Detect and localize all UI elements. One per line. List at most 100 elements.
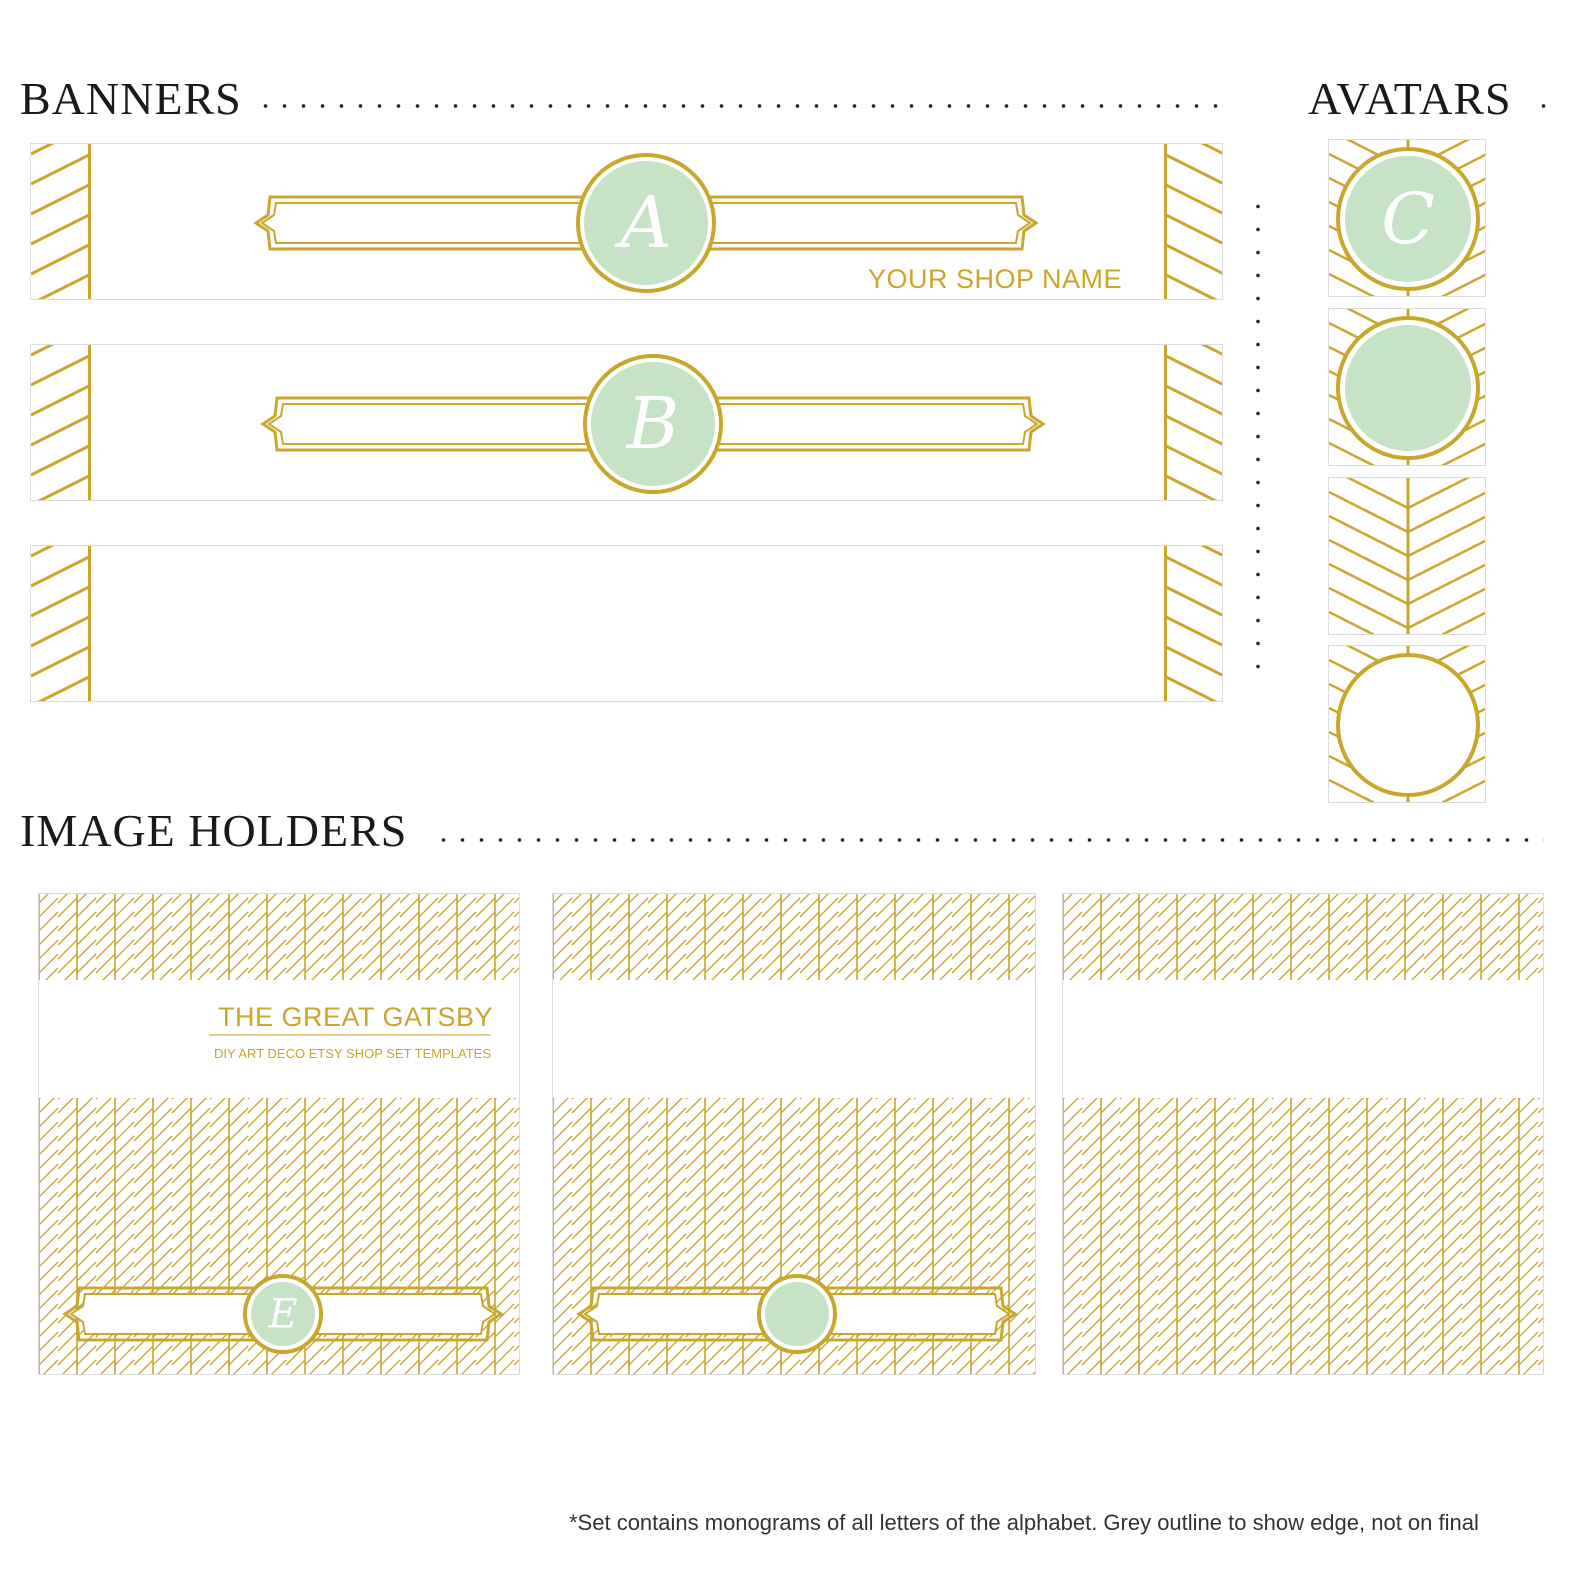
herringbone-stroke <box>1138 1121 1159 1142</box>
herringbone-stroke <box>494 1107 515 1128</box>
avatar-chevron-line <box>1440 779 1485 802</box>
herringbone-stroke <box>171 1135 192 1156</box>
herringbone-stroke <box>437 1135 458 1156</box>
herringbone-stroke <box>553 1191 573 1212</box>
herringbone-stroke <box>1271 1303 1292 1324</box>
herringbone-stroke <box>228 953 249 974</box>
herringbone-stroke <box>913 1149 934 1170</box>
herringbone-stroke <box>1081 1163 1102 1184</box>
herringbone-stroke <box>761 1107 782 1128</box>
avatar-chevron-line <box>1440 611 1485 634</box>
avatar-chevron-line <box>1345 478 1409 510</box>
herringbone-stroke <box>1214 1317 1235 1338</box>
herringbone-stroke <box>951 911 972 932</box>
stripe-line <box>1164 353 1222 386</box>
herringbone-stroke <box>571 1233 592 1254</box>
herringbone-stroke <box>1404 1135 1425 1156</box>
herringbone-stroke <box>133 1135 154 1156</box>
herringbone-stroke <box>171 911 192 932</box>
herringbone-stroke <box>647 1275 668 1296</box>
herringbone-stroke <box>799 1135 820 1156</box>
herringbone-stroke <box>209 1121 230 1142</box>
herringbone-stroke <box>1138 1107 1159 1128</box>
herringbone-stroke <box>39 1219 59 1240</box>
herringbone-stroke <box>1027 1189 1035 1198</box>
herringbone-stroke <box>1063 894 1073 904</box>
herringbone-stroke <box>685 1149 706 1170</box>
herringbone-stroke <box>647 1191 668 1212</box>
herringbone-stroke <box>1461 1177 1482 1198</box>
herringbone-stroke <box>1119 1149 1140 1170</box>
herringbone-stroke <box>494 1233 515 1254</box>
herringbone-stroke <box>323 1163 344 1184</box>
stripe-line <box>31 644 91 678</box>
herringbone-stroke <box>1252 1149 1273 1170</box>
herringbone-stroke <box>685 1191 706 1212</box>
herringbone-stroke <box>1404 1373 1405 1374</box>
herringbone-stroke <box>380 1191 401 1212</box>
herringbone-stroke <box>1181 1359 1197 1374</box>
herringbone-stroke <box>475 1233 496 1254</box>
herringbone-stroke <box>95 1247 116 1268</box>
herringbone-stroke <box>1290 1247 1311 1268</box>
herringbone-stroke <box>951 1121 972 1142</box>
herringbone-stroke <box>1466 1359 1482 1374</box>
herringbone-stroke <box>590 1177 611 1198</box>
avatar-chevron-line <box>1407 563 1485 606</box>
herringbone-stroke <box>1027 1315 1035 1324</box>
herringbone-stroke <box>723 911 744 932</box>
herringbone-stroke <box>1537 1177 1543 1184</box>
herringbone-stroke <box>628 1233 649 1254</box>
herringbone-stroke <box>114 897 135 918</box>
herringbone-stroke <box>1290 1191 1311 1212</box>
herringbone-stroke <box>418 897 439 918</box>
herringbone-stroke <box>1328 1205 1349 1226</box>
herringbone-stroke <box>285 1191 306 1212</box>
herringbone-stroke <box>1309 1205 1330 1226</box>
herringbone-stroke <box>304 925 325 946</box>
herringbone-stroke <box>666 1163 687 1184</box>
herringbone-stroke <box>1537 1191 1543 1198</box>
herringbone-stroke <box>152 1149 173 1170</box>
herringbone-stroke <box>190 911 211 932</box>
herringbone-stroke <box>1499 1135 1520 1156</box>
herringbone-stroke <box>704 1275 725 1296</box>
herringbone-stroke <box>1499 1233 1520 1254</box>
avatar-chevron <box>1328 477 1486 635</box>
herringbone-stroke <box>1328 1303 1349 1324</box>
herringbone-stroke <box>1404 1261 1425 1282</box>
herringbone-stroke <box>39 897 59 918</box>
herringbone-stroke <box>171 897 192 918</box>
herringbone-stroke <box>1063 897 1083 918</box>
avatar-ring-art <box>1329 646 1485 802</box>
herringbone-stroke <box>875 939 896 960</box>
herringbone-stroke <box>95 1275 116 1296</box>
herringbone-stroke <box>1100 1261 1121 1282</box>
herringbone-stroke <box>951 1233 972 1254</box>
herringbone-stroke <box>494 1303 515 1324</box>
herringbone-stroke <box>1008 1219 1029 1240</box>
herringbone-stroke <box>1233 1303 1254 1324</box>
herringbone-stroke <box>1423 1303 1444 1324</box>
herringbone-stroke <box>1442 1261 1463 1282</box>
herringbone-stroke <box>1485 1359 1501 1374</box>
herringbone-stroke <box>861 1359 877 1374</box>
herringbone-stroke <box>513 897 519 904</box>
herringbone-stroke <box>1027 1301 1035 1310</box>
herringbone-stroke <box>1442 1233 1463 1254</box>
herringbone-stroke <box>1081 1303 1102 1324</box>
avatar-seal <box>1345 156 1471 282</box>
herringbone-stroke <box>1143 1359 1159 1374</box>
herringbone-stroke <box>723 925 744 946</box>
herringbone-stroke <box>799 1247 820 1268</box>
herringbone-stroke <box>1100 1317 1121 1338</box>
herringbone-stroke <box>553 1149 573 1170</box>
herringbone-stroke <box>799 953 820 974</box>
herringbone-stroke <box>894 1135 915 1156</box>
herringbone-stroke <box>970 1149 991 1170</box>
herringbone-stroke <box>1328 897 1349 918</box>
herringbone-stroke <box>785 1359 801 1374</box>
herringbone-stroke <box>913 1205 934 1226</box>
herringbone-stroke <box>57 1289 78 1310</box>
herringbone-stroke <box>1385 1331 1406 1352</box>
